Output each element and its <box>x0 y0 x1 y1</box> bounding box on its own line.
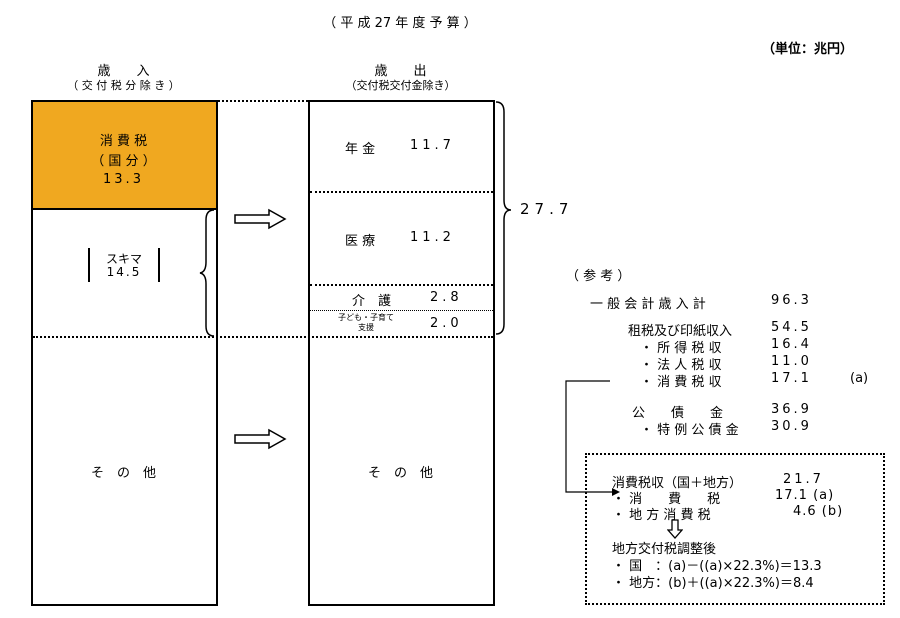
top-connector <box>218 100 308 102</box>
local-formula: ・ 地方：(b)＋((a)×22.3%)＝8.4 <box>612 576 814 591</box>
revenue-box <box>31 100 218 606</box>
ref-row-label: 公 債 金 <box>632 406 724 421</box>
ref-row-value: 96.3 <box>771 293 812 308</box>
split-line <box>33 336 493 338</box>
ref-row-note: (a) <box>850 371 869 386</box>
ref-row-label: 租税及び印紙収入 <box>628 324 733 339</box>
local-tax-value: 4.6 (b) <box>793 504 844 519</box>
ref-row-label: ・ 所 得 税 収 <box>640 341 722 356</box>
divider <box>310 310 493 311</box>
consumption-total-value: 21.7 <box>783 472 824 487</box>
revenue-subheading: （ 交 付 税 分 除 き ） <box>67 79 180 92</box>
total-value: 27.7 <box>520 200 574 218</box>
national-tax-label: ・ 消 費 税 <box>612 492 721 507</box>
ref-row-value: 36.9 <box>771 402 812 417</box>
ref-row-label: ・ 法 人 税 収 <box>640 358 722 373</box>
consumption-tax-sublabel: （ 国 分 ） <box>91 154 156 169</box>
ref-row-value: 30.9 <box>771 419 812 434</box>
ref-row-value: 11.0 <box>771 354 812 369</box>
consumption-tax-value: 13.3 <box>103 172 144 187</box>
ref-row-label: ・ 特 例 公 債 金 <box>640 423 739 438</box>
unit-label: （単位：兆円） <box>762 42 854 57</box>
consumption-total-label: 消費税収（国＋地方） <box>612 476 743 491</box>
childcare-value: 2.0 <box>430 316 463 331</box>
revenue-other-label: そ の 他 <box>90 466 156 481</box>
ref-row-value: 54.5 <box>771 320 812 335</box>
down-arrow-icon <box>667 519 683 539</box>
local-tax-label: ・ 地 方 消 費 税 <box>612 508 711 523</box>
reference-heading: （ 参 考 ） <box>566 269 631 284</box>
care-value: 2.8 <box>430 290 463 305</box>
pension-value: 11.7 <box>410 138 455 153</box>
medical-label: 医 療 <box>345 234 376 249</box>
care-label: 介 護 <box>352 294 392 309</box>
medical-value: 11.2 <box>410 230 455 245</box>
gap-value: 14.5 <box>106 265 142 279</box>
expenditure-subheading: （交付税交付金除き） <box>345 79 456 92</box>
childcare-label: 子ども・子育て支援 <box>338 313 394 332</box>
pension-label: 年 金 <box>345 142 376 157</box>
national-tax-value: 17.1 (a) <box>775 488 835 503</box>
national-formula: ・ 国 ：(a)－((a)×22.3%)＝13.3 <box>612 559 822 574</box>
right-arrow-icon <box>234 208 287 230</box>
gap-bracket <box>88 248 160 282</box>
ref-row-value: 16.4 <box>771 337 812 352</box>
consumption-tax-block <box>33 102 216 210</box>
expenditure-other-label: そ の 他 <box>367 466 433 481</box>
revenue-heading: 歳 入 <box>97 64 150 79</box>
connector-arrow-icon <box>565 380 620 496</box>
ref-row-label: ・ 消 費 税 収 <box>640 375 722 390</box>
ref-row-value: 17.1 <box>771 371 812 386</box>
adjust-heading: 地方交付税調整後 <box>612 542 717 557</box>
right-brace-icon <box>495 101 512 335</box>
expenditure-heading: 歳 出 <box>374 64 427 79</box>
consumption-tax-label: 消 費 税 <box>99 134 148 149</box>
page-title: （ 平 成 27 年 度 予 算 ） <box>323 16 477 31</box>
left-brace-icon <box>199 209 215 337</box>
divider <box>310 284 493 286</box>
ref-row-label: 一 般 会 計 歳 入 計 <box>590 297 706 312</box>
consumption-tax-box <box>585 453 885 605</box>
gap-label: スキマ <box>105 252 142 266</box>
expenditure-box <box>308 100 495 606</box>
divider <box>310 191 493 193</box>
right-arrow-icon <box>234 428 287 450</box>
